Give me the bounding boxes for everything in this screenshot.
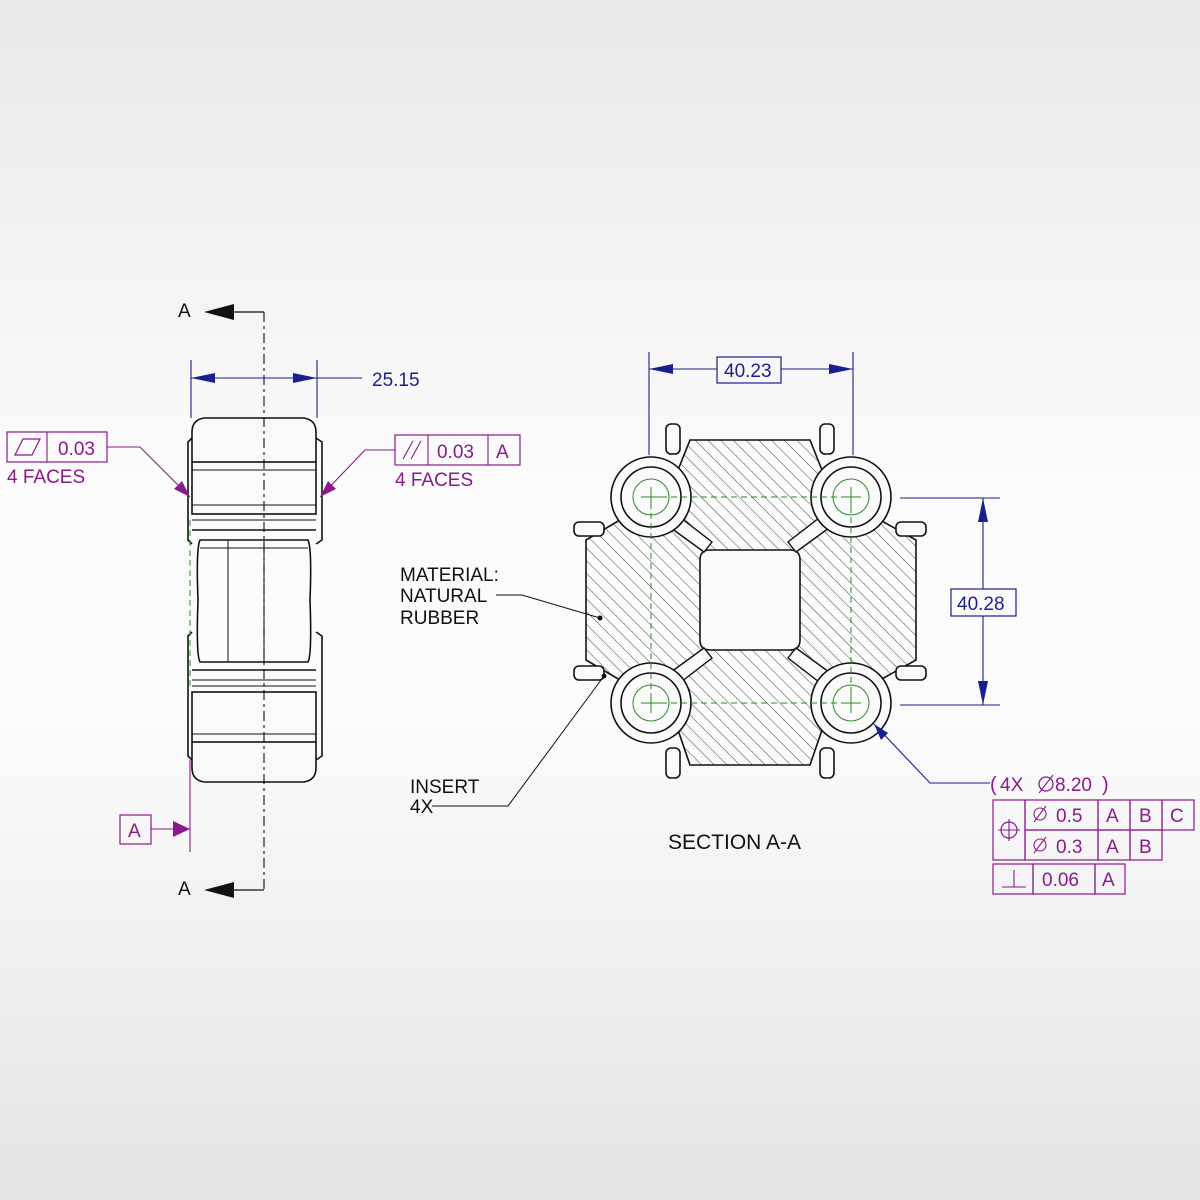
section-title: SECTION A-A: [668, 831, 801, 854]
flatness-icon: [14, 438, 41, 456]
section-view: 40.23 40.28 MATERIAL: NATURAL RUBBER INS…: [400, 352, 1017, 854]
svg-text:B: B: [1139, 837, 1152, 858]
svg-text:A: A: [1106, 837, 1119, 858]
fcf-parallelism: 0.03 A 4 FACES: [319, 434, 521, 498]
dimension-width: 40.23: [724, 361, 772, 382]
svg-text:(: (: [990, 774, 997, 796]
lower-block: [191, 691, 317, 743]
position-tolerance-1: 0.5: [1056, 806, 1082, 827]
hole-diameter: 8.20: [1055, 775, 1092, 796]
section-arrow-bottom: [204, 882, 234, 898]
flatness-note: 4 FACES: [7, 467, 85, 488]
dimension-thickness: 25.15: [372, 370, 420, 391]
hole-callout: ( 4X 8.20 ) 0.5 A B C 0.3 A B: [990, 774, 1195, 895]
parallelism-tolerance: 0.03: [437, 442, 474, 463]
position-tolerance-2: 0.3: [1056, 837, 1082, 858]
datum-a-label: A: [128, 821, 141, 842]
material-note: MATERIAL: NATURAL RUBBER: [400, 565, 603, 629]
diameter-icon: [1038, 776, 1054, 792]
insert-note: INSERT 4X: [410, 673, 607, 818]
section-mark-top: A: [178, 301, 191, 322]
hole-count: 4X: [1000, 775, 1024, 796]
parallelism-icon: [402, 440, 414, 460]
section-arrow-top: [204, 304, 234, 320]
svg-text:4X: 4X: [410, 797, 434, 818]
svg-text:B: B: [1139, 806, 1152, 827]
svg-text:INSERT: INSERT: [410, 777, 480, 798]
flatness-tolerance: 0.03: [58, 439, 95, 460]
section-mark-bottom: A: [178, 879, 191, 900]
svg-text:): ): [1102, 774, 1109, 796]
dimension-height: 40.28: [957, 594, 1005, 615]
svg-text:A: A: [1106, 806, 1119, 827]
datum-a-box: [119, 814, 152, 845]
lower-bulge: [191, 742, 317, 783]
svg-text:C: C: [1170, 806, 1184, 827]
center-opening: [699, 549, 801, 651]
svg-text:RUBBER: RUBBER: [400, 608, 479, 629]
parallelism-note: 4 FACES: [395, 470, 473, 491]
side-view: A A 25.15: [6, 301, 521, 900]
perpendicularity-datum: A: [1102, 870, 1115, 891]
upper-bulge: [191, 417, 317, 462]
svg-text:NATURAL: NATURAL: [400, 586, 487, 607]
svg-text:MATERIAL:: MATERIAL:: [400, 565, 499, 586]
parallelism-datum: A: [496, 442, 509, 463]
perpendicularity-tolerance: 0.06: [1042, 870, 1079, 891]
fcf-flatness: 0.03 4 FACES: [6, 431, 191, 498]
waist-section: [196, 539, 312, 663]
